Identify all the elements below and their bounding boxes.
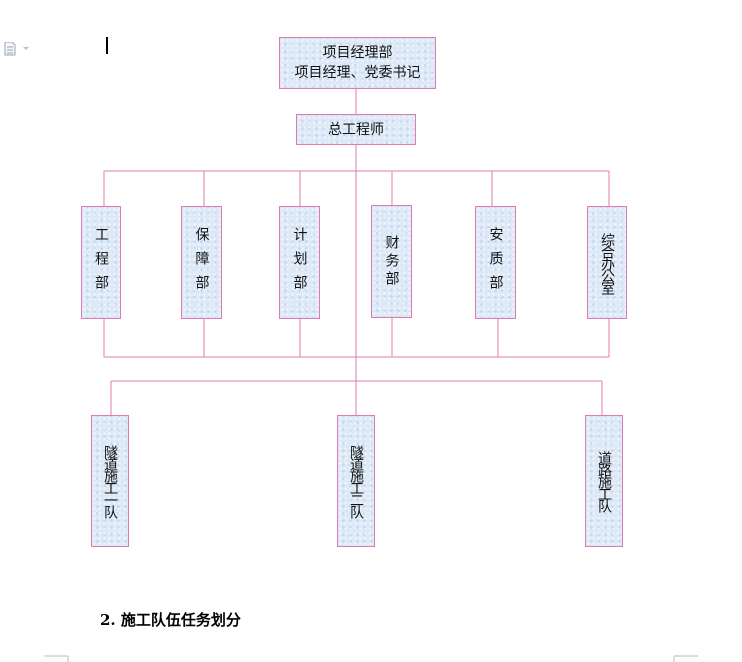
org-box-chief-engineer: 总工程师 [296,114,416,145]
dept-box-general-office: 综合办公室 [587,206,627,319]
section-heading: 2. 施工队伍任务划分 [100,611,241,629]
dept-box-finance: 财务部 [371,205,412,318]
page-margin-mark-right [673,655,698,662]
dept-label: 安质部 [487,226,504,299]
document-icon[interactable] [4,42,30,56]
dept-box-engineering: 工程部 [81,206,121,319]
dept-label: 财务部 [383,234,400,289]
dept-label: 工程部 [93,226,109,299]
dept-box-safety-quality: 安质部 [475,206,516,319]
org-top-line1: 项目经理部 [322,45,393,61]
dept-label: 综合办公室 [599,232,615,293]
dept-label: 保障部 [193,226,210,299]
text-cursor [106,37,108,54]
chief-engineer-label: 总工程师 [328,121,384,138]
team-label: 隧道施工一队 [102,445,118,517]
team-box-tunnel-1: 隧道施工一队 [91,415,129,547]
team-box-road: 道路施工队 [585,415,623,547]
dept-box-planning: 计划部 [279,206,320,319]
team-label: 道路施工队 [596,451,612,511]
page-margin-mark-left [44,655,69,662]
team-box-tunnel-2: 隧道施工二队 [337,415,375,547]
team-label: 隧道施工二队 [348,445,364,517]
org-top-line2: 项目经理、党委书记 [294,65,421,81]
dept-box-support: 保障部 [181,206,222,319]
dept-label: 计划部 [291,226,308,299]
org-box-project-manager: 项目经理部 项目经理、党委书记 [279,37,436,89]
